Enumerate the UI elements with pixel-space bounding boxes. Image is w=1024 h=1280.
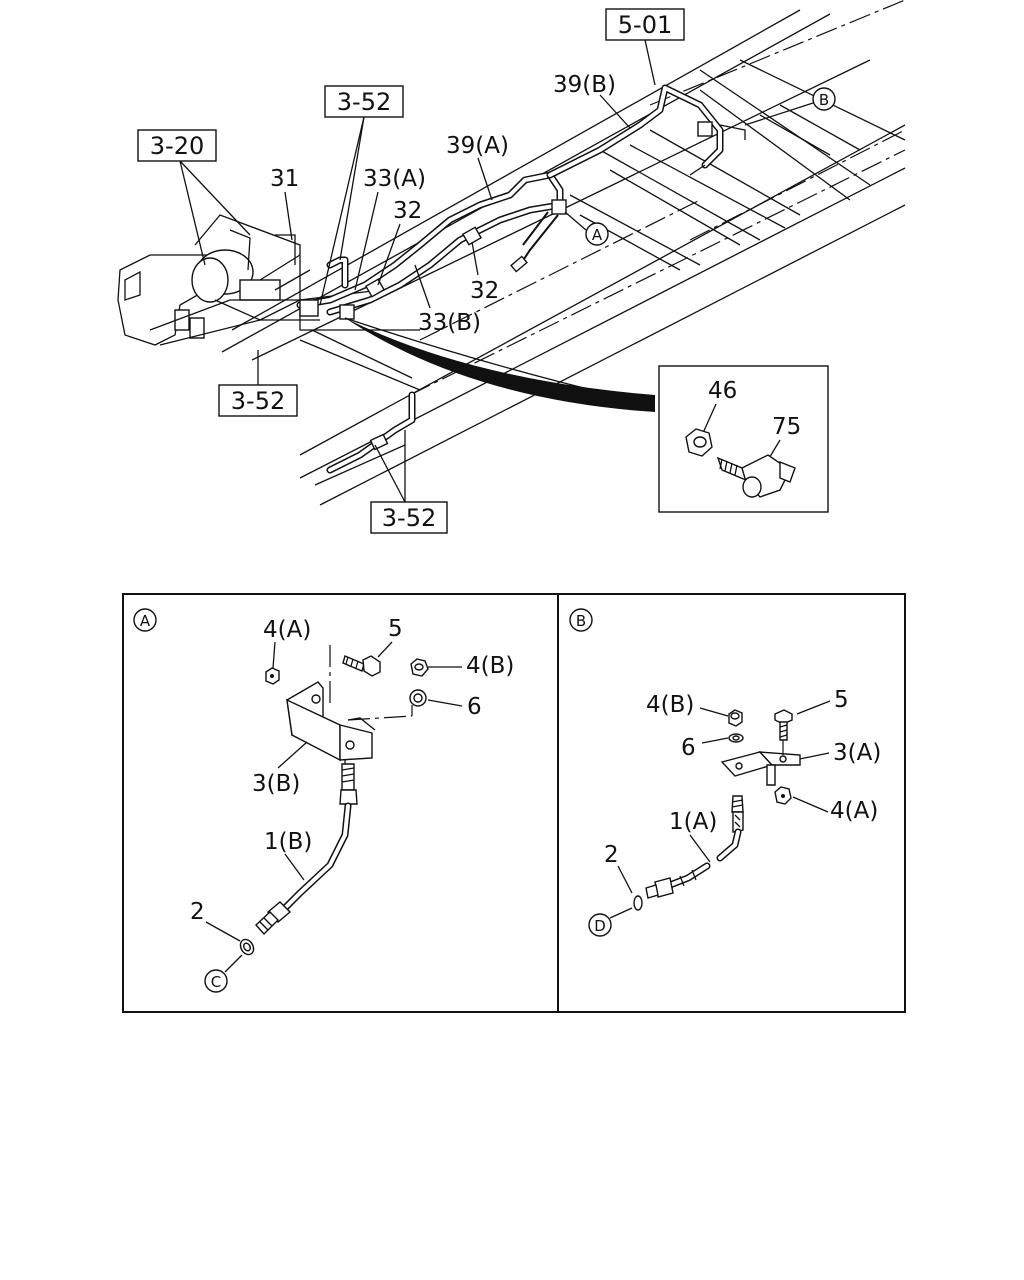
frame-rails xyxy=(221,0,906,506)
ref-box-501: 5-01 xyxy=(605,8,685,86)
ref-box-320: 3-20 xyxy=(137,129,251,266)
svg-text:6: 6 xyxy=(681,735,696,761)
fitting-75 xyxy=(716,454,796,498)
washer-6 xyxy=(409,689,427,707)
svg-text:33(A): 33(A) xyxy=(363,166,426,192)
svg-text:4(A): 4(A) xyxy=(830,798,878,824)
svg-text:B: B xyxy=(576,612,586,630)
detail-panel-a: A 4(A) 5 4(B) 6 xyxy=(133,608,514,993)
nut-4a-b xyxy=(774,786,792,805)
svg-text:2: 2 xyxy=(190,899,205,925)
bracket-3b xyxy=(286,681,376,762)
svg-text:32: 32 xyxy=(470,278,499,304)
svg-text:33(B): 33(B) xyxy=(418,310,481,336)
svg-text:39(B): 39(B) xyxy=(553,72,616,98)
svg-text:3-52: 3-52 xyxy=(382,504,436,532)
svg-text:3-20: 3-20 xyxy=(150,132,204,160)
svg-text:C: C xyxy=(211,973,221,991)
bolt-5 xyxy=(342,655,381,677)
svg-text:3(B): 3(B) xyxy=(252,771,300,797)
svg-text:1(B): 1(B) xyxy=(264,829,312,855)
svg-text:3-52: 3-52 xyxy=(231,387,285,415)
svg-text:32: 32 xyxy=(393,198,422,224)
hose-1b xyxy=(255,760,358,936)
svg-text:5: 5 xyxy=(388,616,403,642)
svg-text:D: D xyxy=(594,917,606,935)
hose-1a xyxy=(645,795,744,899)
svg-text:6: 6 xyxy=(467,694,482,720)
svg-text:A: A xyxy=(592,226,603,244)
detail-panel-b: B 4(B) 5 6 3(A) 4(A) xyxy=(569,608,881,937)
svg-text:39(A): 39(A) xyxy=(446,133,509,159)
brake-pipes xyxy=(296,84,746,474)
washer-6-b xyxy=(728,733,744,743)
inset-box: 46 75 xyxy=(658,365,829,513)
svg-text:1(A): 1(A) xyxy=(669,809,717,835)
main-callouts: 39(B) 39(A) 33(A) 31 32 32 33(B) B A xyxy=(270,72,836,336)
inset-leader xyxy=(345,318,655,412)
bolt-5-b xyxy=(774,709,793,741)
ref-box-352-top: 3-52 xyxy=(319,85,404,306)
svg-text:5: 5 xyxy=(834,687,849,713)
svg-text:2: 2 xyxy=(604,842,619,868)
svg-text:46: 46 xyxy=(708,378,737,404)
nut-4a xyxy=(265,667,280,685)
nut-4b xyxy=(410,658,429,677)
svg-text:31: 31 xyxy=(270,166,299,192)
svg-text:B: B xyxy=(819,91,829,109)
svg-text:4(A): 4(A) xyxy=(263,617,311,643)
nut-4b-b xyxy=(728,709,743,727)
svg-text:75: 75 xyxy=(772,414,801,440)
svg-text:A: A xyxy=(140,612,151,630)
svg-text:5-01: 5-01 xyxy=(618,11,672,39)
washer-2-b xyxy=(633,895,643,911)
nut-46 xyxy=(685,428,713,457)
svg-text:3-52: 3-52 xyxy=(337,88,391,116)
bracket-3a xyxy=(720,751,801,786)
detail-panels-frame xyxy=(122,593,906,1013)
ref-box-352-bot: 3-52 xyxy=(370,430,448,534)
svg-text:3(A): 3(A) xyxy=(833,740,881,766)
svg-text:4(B): 4(B) xyxy=(646,692,694,718)
svg-text:4(B): 4(B) xyxy=(466,653,514,679)
washer-2-a xyxy=(239,938,255,956)
ref-box-352-mid: 3-52 xyxy=(218,350,298,417)
actuator-assembly xyxy=(117,214,421,391)
